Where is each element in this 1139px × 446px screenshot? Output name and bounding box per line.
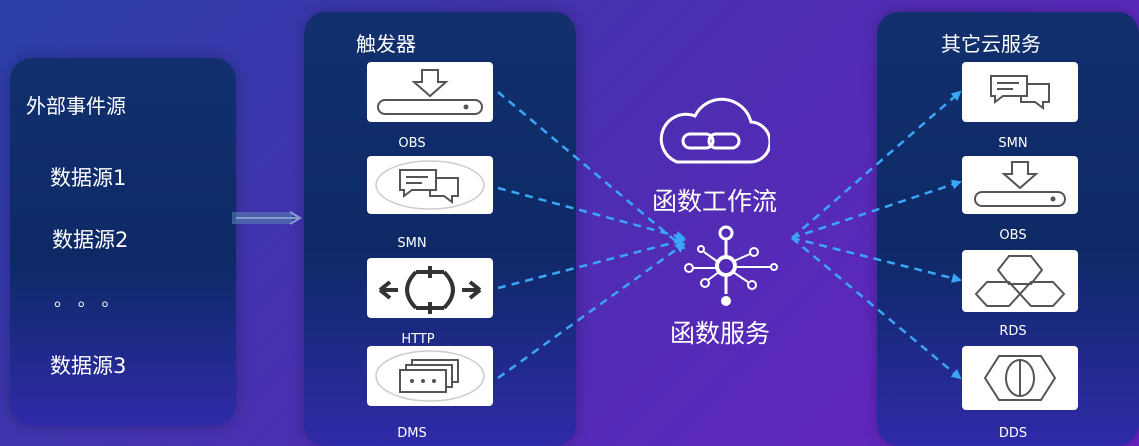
download-bar-icon [377, 69, 483, 115]
arrow-function-to-rds [791, 236, 962, 283]
hexagon-cluster-icon [974, 255, 1066, 307]
trigger-panel-title: 触发器 [356, 32, 416, 56]
source-item-ellipsis: 。 。 。 [54, 290, 120, 311]
trigger-label-http: HTTP [401, 332, 435, 347]
service-card-smn[interactable] [962, 62, 1078, 122]
source-panel-title: 外部事件源 [26, 94, 126, 118]
source-item-2: 数据源2 [52, 228, 129, 252]
function-workflow-label: 函数工作流 [652, 187, 778, 216]
trigger-card-obs[interactable] [367, 62, 493, 122]
download-bar-icon [974, 161, 1066, 207]
arrow-dms-to-function [497, 242, 686, 380]
source-item-3: 数据源3 [50, 354, 127, 378]
service-card-obs[interactable] [962, 156, 1078, 214]
trigger-card-smn[interactable] [367, 156, 493, 214]
trigger-card-dms[interactable] [367, 346, 493, 406]
message-icon [375, 160, 485, 210]
cloud-link-icon [659, 97, 770, 164]
service-card-dds[interactable] [962, 346, 1078, 410]
arrow-function-to-dds [791, 237, 962, 380]
arrow-function-to-smn [791, 90, 962, 239]
source-item-1: 数据源1 [50, 166, 127, 190]
service-label-dds: DDS [998, 426, 1028, 441]
arrow-function-to-obs [791, 179, 962, 240]
service-card-rds[interactable] [962, 250, 1078, 312]
external-source-panel: 外部事件源 数据源1 数据源2 。 。 。 数据源3 [10, 58, 236, 426]
trigger-label-obs: OBS [398, 136, 426, 151]
arrow-smn-to-function [497, 186, 686, 241]
message-icon [990, 75, 1050, 110]
trigger-label-dms: DMS [397, 426, 427, 441]
trigger-label-smn: SMN [397, 236, 427, 251]
service-label-obs: OBS [999, 228, 1027, 243]
service-panel-title: 其它云服务 [941, 32, 1041, 56]
queue-icon [375, 350, 485, 402]
database-hex-icon [983, 355, 1057, 401]
function-service-label: 函数服务 [670, 319, 771, 348]
source-to-trigger-arrow [232, 211, 302, 225]
arrow-obs-to-function [497, 91, 686, 250]
arrow-http-to-function [497, 237, 686, 290]
http-icon [378, 266, 482, 314]
service-label-rds: RDS [999, 324, 1027, 339]
function-network-icon [684, 225, 778, 306]
trigger-card-http[interactable] [367, 258, 493, 318]
service-label-smn: SMN [998, 136, 1028, 151]
